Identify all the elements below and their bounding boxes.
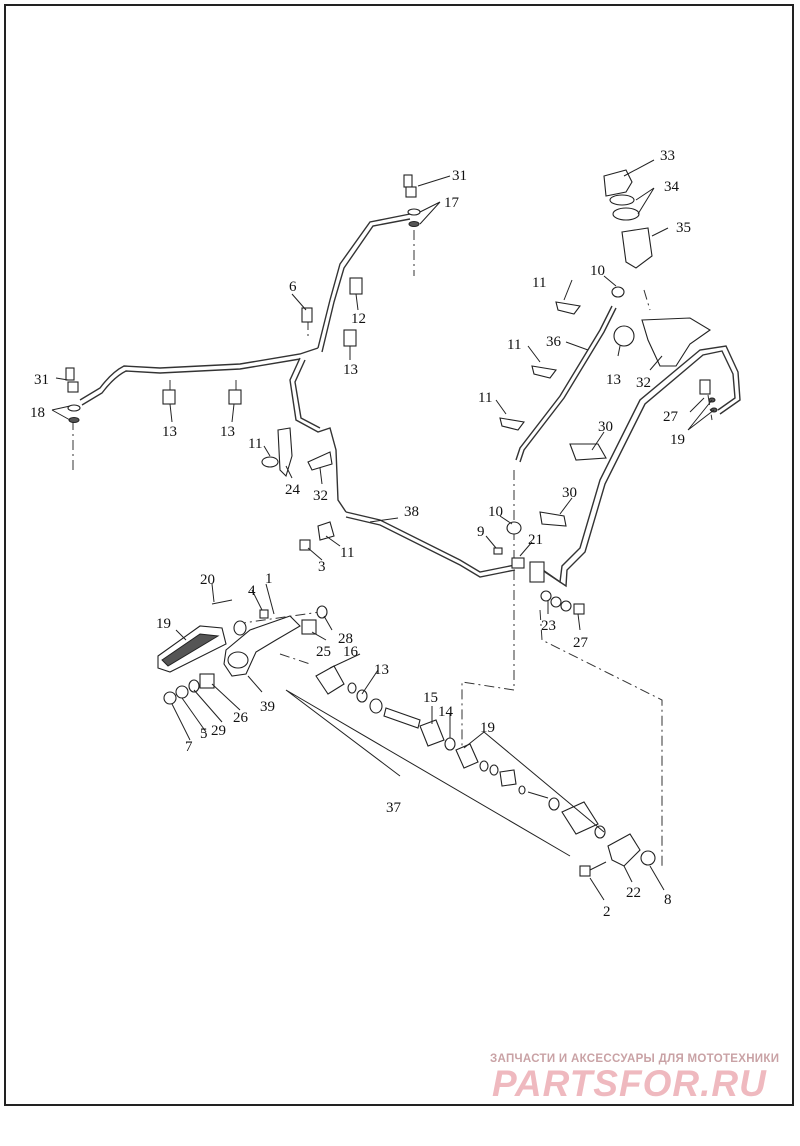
callout-34: 32 bbox=[636, 375, 651, 391]
callout-5: 5 bbox=[200, 726, 208, 742]
callout-6: 6 bbox=[289, 279, 297, 295]
callout-30: 29 bbox=[211, 723, 226, 739]
leader-lines bbox=[51, 159, 715, 901]
callout-30: 28 bbox=[338, 631, 353, 647]
watermark-logo: PARTSFOR.RU bbox=[492, 1063, 767, 1104]
callout-11: 11 bbox=[248, 436, 262, 452]
callout-25: 23 bbox=[541, 618, 556, 634]
callout-1: 1 bbox=[265, 571, 273, 587]
parts bbox=[65, 169, 718, 877]
callout-11: 11 bbox=[478, 390, 492, 406]
callout-18: 16 bbox=[343, 644, 359, 660]
callout-labels: 1 2 3 4 5 6 7 8 9 10 10 11 11 11 11 11 1… bbox=[30, 148, 691, 920]
callout-27: 25 bbox=[316, 644, 331, 660]
callout-31: 30 bbox=[598, 419, 613, 435]
callout-36: 34 bbox=[664, 179, 680, 195]
callout-9: 9 bbox=[477, 524, 485, 540]
callout-29: 27 bbox=[573, 635, 589, 651]
watermark-tagline: ЗАПЧАСТИ И АКСЕССУАРЫ ДЛЯ МОТОТЕХНИКИ bbox=[490, 1053, 780, 1065]
callout-32: 31 bbox=[34, 372, 49, 388]
callout-2: 2 bbox=[603, 904, 611, 920]
callout-41: 39 bbox=[260, 699, 275, 715]
brake-lines bbox=[79, 213, 741, 588]
callout-19: 19 bbox=[670, 432, 685, 448]
callout-7: 7 bbox=[185, 739, 193, 755]
callout-11: 11 bbox=[507, 337, 521, 353]
callout-31: 30 bbox=[562, 485, 577, 501]
callout-21: 19 bbox=[480, 720, 495, 736]
callout-10: 10 bbox=[488, 504, 503, 520]
callout-8: 8 bbox=[664, 892, 672, 908]
callout-11: 11 bbox=[532, 275, 546, 291]
diagram-frame bbox=[4, 4, 794, 1106]
fitting-top bbox=[403, 174, 421, 227]
callout-14: 13 bbox=[606, 372, 621, 388]
callout-13: 13 bbox=[220, 424, 235, 440]
callout-28: 27 bbox=[663, 409, 679, 425]
callout-32: 31 bbox=[452, 168, 467, 184]
callout-13: 13 bbox=[162, 424, 177, 440]
callout-37: 35 bbox=[676, 220, 691, 236]
callout-24: 22 bbox=[626, 885, 641, 901]
callout-10: 10 bbox=[590, 263, 605, 279]
callout-17: 15 bbox=[423, 690, 438, 706]
callout-27: 26 bbox=[233, 710, 249, 726]
callout-19: 17 bbox=[444, 195, 460, 211]
callout-13: 12 bbox=[351, 311, 366, 327]
callout-26: 24 bbox=[285, 482, 301, 498]
callout-40: 38 bbox=[404, 504, 419, 520]
centerlines bbox=[72, 230, 713, 866]
callout-23: 21 bbox=[528, 532, 543, 548]
callout-13: 13 bbox=[343, 362, 358, 378]
callout-15: 13 bbox=[374, 662, 389, 678]
callout-39: 37 bbox=[386, 800, 402, 816]
callout-33: 32 bbox=[313, 488, 328, 504]
callout-22: 20 bbox=[200, 572, 215, 588]
fitting-left bbox=[65, 367, 81, 423]
callout-20: 19 bbox=[156, 616, 171, 632]
callout-16: 14 bbox=[438, 704, 454, 720]
callout-4: 4 bbox=[248, 583, 256, 599]
callout-12: 11 bbox=[340, 545, 354, 561]
callout-35: 33 bbox=[660, 148, 675, 164]
callout-3: 3 bbox=[318, 559, 326, 575]
callout-19: 18 bbox=[30, 405, 45, 421]
callout-38: 36 bbox=[546, 334, 562, 350]
